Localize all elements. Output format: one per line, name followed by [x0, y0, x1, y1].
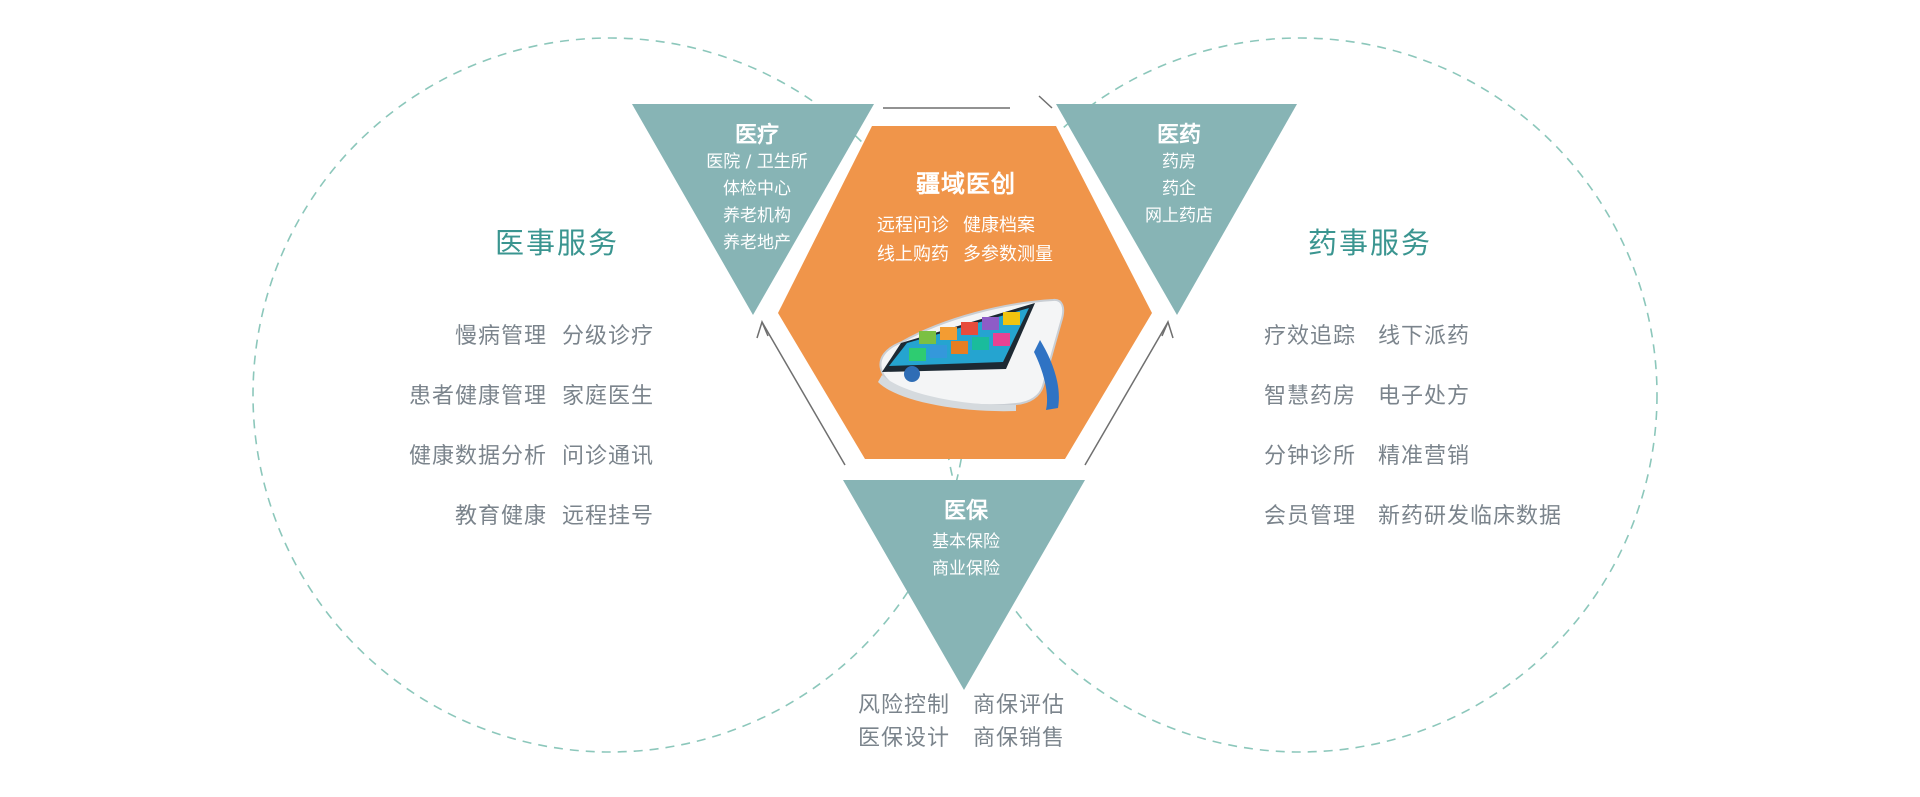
medical-item: 养老机构 [723, 206, 791, 226]
left-panel-title: 医事服务 [494, 226, 620, 260]
right-panel-item: 线下派药 [1378, 324, 1471, 349]
tablet-device-icon [878, 298, 1065, 412]
bottom-panel-item: 商保评估 [973, 693, 1066, 718]
left-panel-item: 远程挂号 [562, 504, 655, 529]
pharma-item: 药企 [1162, 179, 1196, 199]
right-panel-item: 精准营销 [1378, 444, 1471, 469]
connector-lines [761, 95, 1169, 466]
center-hexagon [778, 126, 1152, 459]
arrow-head-right [1161, 319, 1174, 339]
right-panel-item: 电子处方 [1378, 384, 1471, 409]
left-panel-item: 患者健康管理 [408, 384, 547, 409]
medical-title: 医疗 [734, 123, 780, 148]
center-feature-4: 多参数测量 [963, 244, 1053, 265]
right-panel-item: 智慧药房 [1264, 384, 1357, 409]
insurance-item: 商业保险 [932, 559, 1000, 579]
left-panel-item: 教育健康 [454, 504, 547, 529]
insurance-triangle [843, 480, 1085, 690]
center-feature-2: 健康档案 [963, 215, 1035, 236]
arrow-head-left [756, 319, 769, 339]
bottom-panel-item: 商保销售 [973, 726, 1066, 751]
insurance-title: 医保 [943, 499, 989, 524]
medical-item: 体检中心 [723, 179, 791, 199]
medical-triangle [632, 104, 874, 315]
right-panel-item: 会员管理 [1264, 504, 1357, 529]
right-panel-title: 药事服务 [1307, 226, 1433, 260]
left-panel-item: 问诊通讯 [562, 444, 655, 469]
left-panel-item: 健康数据分析 [408, 444, 547, 469]
right-panel-item: 新药研发临床数据 [1378, 504, 1563, 529]
pharma-triangle [1056, 104, 1297, 315]
left-panel-item: 慢病管理 [454, 324, 547, 349]
bottom-panel-item: 医保设计 [857, 726, 950, 751]
right-panel-item: 疗效追踪 [1264, 324, 1357, 349]
left-panel-item: 分级诊疗 [562, 324, 655, 349]
pharma-item: 药房 [1162, 152, 1196, 172]
medical-item: 养老地产 [723, 233, 791, 253]
center-title: 疆域医创 [916, 170, 1016, 198]
center-feature-3: 线上购药 [877, 244, 949, 265]
pharma-title: 医药 [1156, 123, 1202, 148]
medical-item: 医院 / 卫生所 [706, 152, 808, 172]
insurance-item: 基本保险 [932, 532, 1000, 552]
center-feature-1: 远程问诊 [877, 215, 949, 236]
right-panel-item: 分钟诊所 [1264, 444, 1357, 469]
pharma-item: 网上药店 [1145, 206, 1213, 226]
left-panel-item: 家庭医生 [562, 384, 655, 409]
bottom-panel-item: 风险控制 [857, 693, 950, 718]
